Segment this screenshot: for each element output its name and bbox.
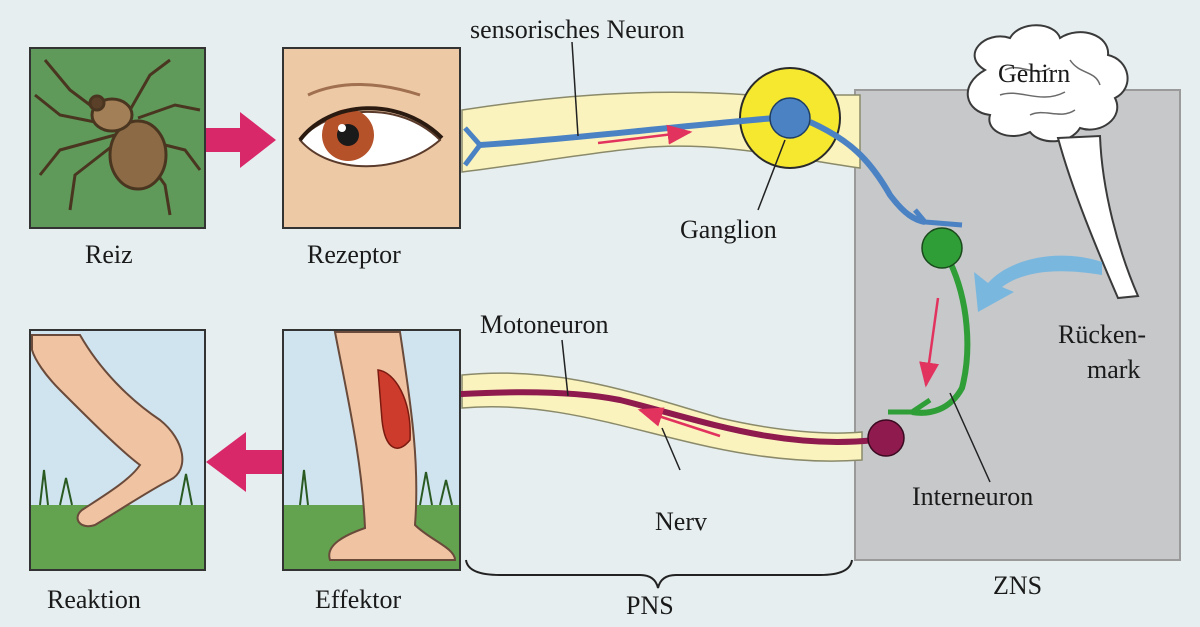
label-reiz: Reiz bbox=[85, 240, 133, 269]
label-rueckenmark-1: Rücken- bbox=[1058, 320, 1146, 349]
label-nerv: Nerv bbox=[655, 507, 707, 536]
label-motoneuron: Motoneuron bbox=[480, 310, 609, 339]
arrow-effector-to-reaction bbox=[206, 432, 282, 492]
label-zns: ZNS bbox=[993, 571, 1042, 600]
pns-brace bbox=[466, 560, 852, 588]
label-rezeptor: Rezeptor bbox=[307, 240, 401, 269]
effector-panel bbox=[283, 330, 460, 570]
label-sensory-neuron: sensorisches Neuron bbox=[470, 15, 684, 44]
label-effektor: Effektor bbox=[315, 585, 401, 614]
label-gehirn: Gehirn bbox=[998, 59, 1070, 88]
label-reaktion: Reaktion bbox=[47, 585, 141, 614]
label-rueckenmark-2: mark bbox=[1087, 355, 1140, 384]
label-ganglion: Ganglion bbox=[680, 215, 777, 244]
label-pns: PNS bbox=[626, 591, 674, 620]
arrow-stimulus-to-receptor bbox=[206, 112, 276, 168]
label-interneuron: Interneuron bbox=[912, 482, 1033, 511]
receptor-panel bbox=[283, 48, 460, 228]
stimulus-panel bbox=[30, 48, 205, 228]
reaction-panel bbox=[30, 330, 205, 570]
